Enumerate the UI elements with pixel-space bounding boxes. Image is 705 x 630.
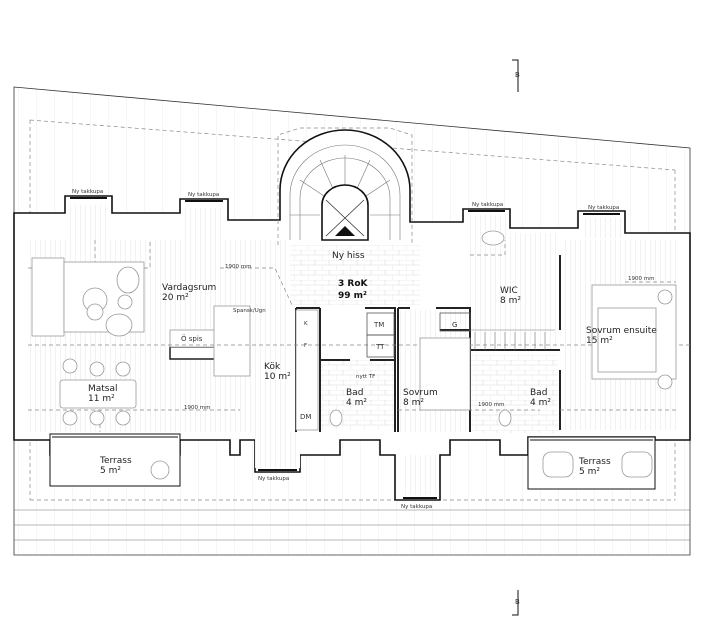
- plan-dormer_label: Ny takkupa: [188, 192, 219, 198]
- bedroom-furniture: [329, 230, 677, 478]
- apartment-rooms: 3 RoK: [338, 279, 369, 289]
- plan-dormer_label: Ny takkupa: [588, 205, 619, 211]
- plan-rooms-2-name: Kök: [264, 362, 281, 372]
- plan-rooms-9-name: Terrass: [578, 457, 611, 467]
- plan-section_marker: B: [515, 71, 520, 79]
- oven-unit: [213, 305, 251, 377]
- plan-dormer_label: Ny takkupa: [258, 476, 289, 482]
- section-marker-bottom: B: [512, 590, 520, 616]
- plan-fixtures-dishwasher: DM: [300, 413, 311, 421]
- plan-dormer_label: Ny takkupa: [401, 504, 432, 510]
- dormer-windows: [52, 197, 653, 499]
- plan-section_marker: B: [515, 598, 520, 606]
- plan-fixtures-fridge: K: [304, 321, 308, 327]
- plan-fixtures-freezer: F: [304, 343, 307, 349]
- plan-rooms-3-area: 4 m²: [346, 398, 367, 408]
- plan-rooms-8-name: Terrass: [99, 456, 132, 466]
- plan-fixtures-dryer: TT: [375, 343, 385, 351]
- plan-fixtures-stove: Ö spis: [181, 334, 203, 343]
- g-box: [439, 312, 471, 332]
- plan-height_label: 1900 mm: [478, 402, 504, 408]
- dormer-labels: Ny takkupa Ny takkupa Ny takkupa Ny takk…: [72, 189, 619, 510]
- plan-fixtures-washer: TM: [373, 321, 384, 329]
- plan-rooms-1-name: Matsal: [88, 384, 118, 394]
- staircase: [277, 127, 413, 245]
- plan-rooms-3-name: Bad: [346, 388, 363, 398]
- plan-rooms-6-name: WIC: [500, 286, 518, 296]
- plan-dormer_label: Ny takkupa: [72, 189, 103, 195]
- bath2-floor: [470, 355, 558, 433]
- elevator-label: Ny hiss: [332, 251, 365, 261]
- plan-rooms-9-area: 5 m²: [579, 467, 600, 477]
- hall-floor: [290, 245, 420, 305]
- apartment-area: 99 m²: [338, 291, 367, 301]
- plan-height_label: 1900 mm: [225, 264, 251, 270]
- plan-fixtures-new_washer: nytt TF: [356, 374, 375, 380]
- plan-rooms-8-area: 5 m²: [100, 466, 121, 476]
- plan-height_label: 1900 mm: [184, 405, 210, 411]
- plan-rooms-6-area: 8 m²: [500, 296, 521, 306]
- plan-rooms-7-name: Sovrum ensuite: [586, 326, 657, 336]
- plan-height_label: 1900 mm: [628, 276, 654, 282]
- plan-rooms-5-area: 4 m²: [530, 398, 551, 408]
- plan-rooms-0-area: 20 m²: [162, 293, 189, 303]
- plan-fixtures-wardrobe: G: [452, 321, 457, 329]
- plan-rooms-4-name: Sovrum: [403, 388, 438, 398]
- living-furniture: [31, 257, 170, 480]
- plan-rooms-0-name: Vardagsrum: [162, 283, 216, 293]
- section-marker-top: B: [512, 59, 520, 92]
- tt-box: [366, 334, 395, 358]
- kitchen-counter: [295, 309, 319, 431]
- plan-rooms-7-area: 15 m²: [586, 336, 613, 346]
- plan-rooms-2-area: 10 m²: [264, 372, 291, 382]
- plan-rooms-5-name: Bad: [530, 388, 547, 398]
- plan-dormer_label: Ny takkupa: [472, 202, 503, 208]
- plan-rooms-4-area: 8 m²: [403, 398, 424, 408]
- plan-fixtures-oven: Spansk/Ugn: [233, 308, 266, 314]
- fixture-labels: Ö spis Spansk/Ugn K F DM TM TT G nytt TF: [181, 308, 457, 421]
- height-labels: 1900 mm 1900 mm 1900 mm 1900 mm: [184, 264, 654, 411]
- wic-floor: [467, 233, 559, 348]
- plan-rooms-1-area: 11 m²: [88, 394, 115, 404]
